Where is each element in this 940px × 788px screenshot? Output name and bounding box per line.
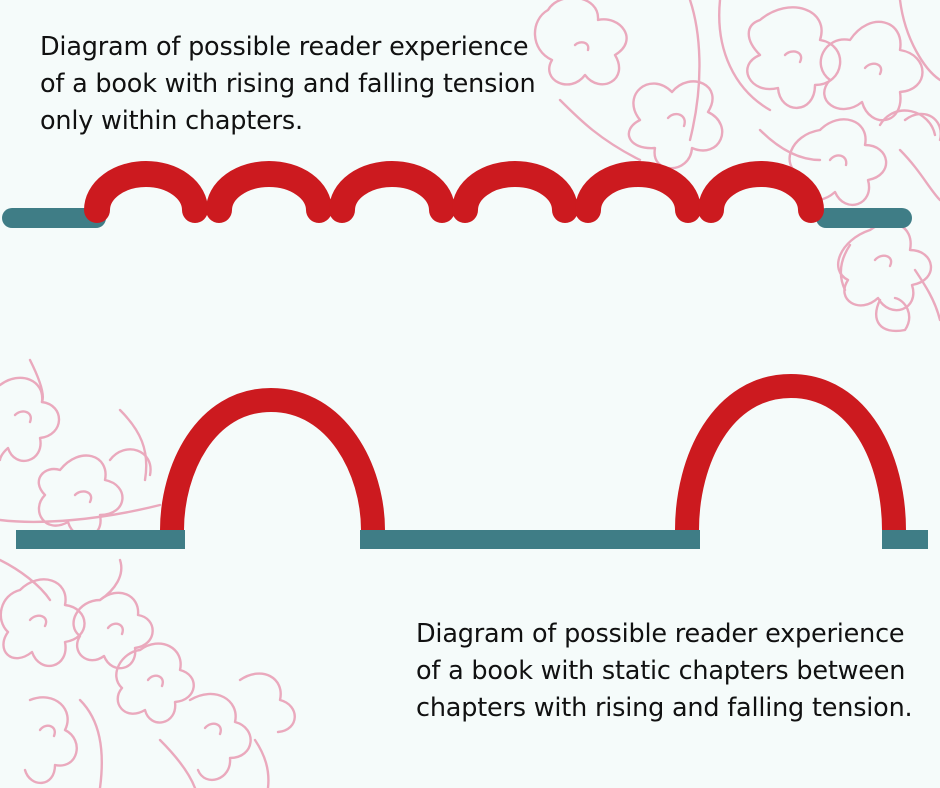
diagram-tension-within-chapters <box>2 161 912 228</box>
caption-bottom-line-2: of a book with static chapters between <box>416 656 906 686</box>
tension-arc-3 <box>329 161 455 223</box>
tension-arc-right <box>675 373 906 531</box>
tension-arc-left <box>160 387 385 531</box>
caption-bottom-line-1: Diagram of possible reader experience <box>416 619 905 649</box>
tension-arc-2 <box>206 161 332 223</box>
floral-decoration-left <box>0 358 162 538</box>
floral-decoration-right <box>837 221 940 333</box>
diagram-static-chapters-between <box>16 373 928 549</box>
tension-arc-1 <box>84 161 208 223</box>
static-baseline-3 <box>882 530 928 549</box>
caption-bottom-line-3: chapters with rising and falling tension… <box>416 693 913 723</box>
tension-arc-6 <box>698 161 824 223</box>
static-baseline-1 <box>16 530 185 549</box>
static-baseline-2 <box>360 530 700 549</box>
tension-arc-4 <box>452 161 578 223</box>
caption-top-line-3: only within chapters. <box>40 106 303 136</box>
floral-decoration-top-right <box>533 0 940 207</box>
caption-top: Diagram of possible reader experience of… <box>40 29 536 140</box>
tension-arc-5 <box>575 161 701 223</box>
caption-top-line-2: of a book with rising and falling tensio… <box>40 69 536 99</box>
caption-top-line-1: Diagram of possible reader experience <box>40 32 529 62</box>
floral-decoration-bottom-left <box>0 558 296 788</box>
caption-bottom: Diagram of possible reader experience of… <box>416 616 913 727</box>
